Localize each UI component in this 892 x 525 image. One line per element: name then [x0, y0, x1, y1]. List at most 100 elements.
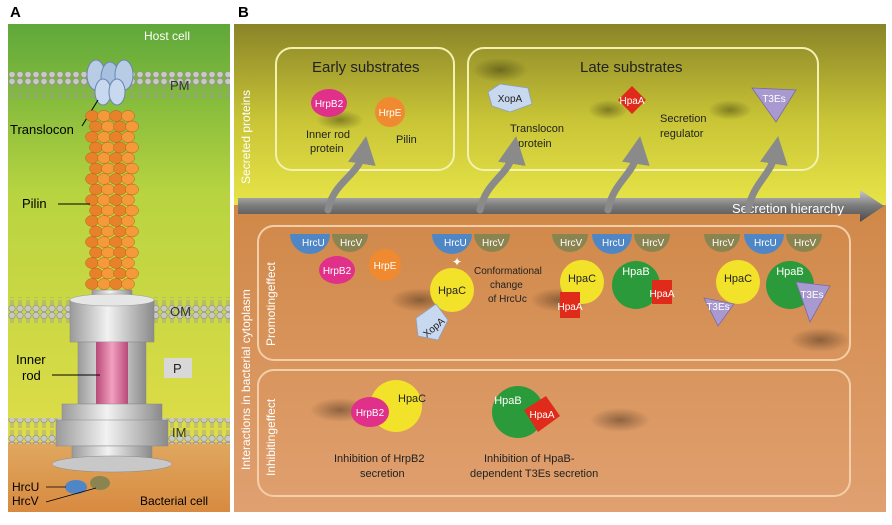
pilin-subunit — [109, 236, 123, 248]
translocon-protein-label-2: protein — [518, 138, 552, 150]
pilin-subunit — [109, 173, 123, 185]
pilin-subunit — [89, 204, 103, 217]
pilin-subunit — [85, 152, 99, 164]
pilin-subunit — [121, 278, 135, 290]
p3-hpab-label: HpaB — [622, 266, 650, 278]
pilin-subunit — [97, 131, 111, 143]
p2-hpac-label: HpaC — [438, 285, 466, 297]
pilin-label: Pilin — [22, 196, 47, 211]
secretion-regulator-label-2: regulator — [660, 128, 704, 140]
translocon-protein-label-1: Translocon — [510, 123, 564, 135]
late-xopa-blob: XopA — [487, 83, 533, 113]
pilin-subunit — [89, 267, 103, 280]
inhibiting-complex-1: HpaC HrpB2 Inhibition of HrpB2 secretion — [334, 380, 426, 480]
pilin-subunit — [113, 183, 127, 196]
p4-t3es-right-label: T3Es — [800, 290, 823, 301]
curved-arrows — [324, 136, 788, 214]
early-hrpb2-label: HrpB2 — [315, 99, 344, 110]
pilin-subunit — [125, 141, 139, 154]
inner-rod-label-1: Inner — [16, 352, 46, 367]
inhibition-hrpb2-label-1: Inhibition of HrpB2 — [334, 453, 425, 465]
pilin-subunit — [109, 278, 123, 290]
pilin-subunit — [121, 194, 135, 206]
p4-hrcv-left-label: HrcV — [712, 238, 735, 249]
bacterial-cell-label: Bacterial cell — [140, 494, 208, 508]
promoting-box — [257, 225, 851, 361]
pilin-subunit — [97, 236, 111, 248]
interactions-label: Interactions in bacterial cytoplasm — [239, 289, 253, 470]
inner-rod-label-2: rod — [22, 368, 41, 383]
pilin-subunit — [121, 236, 135, 248]
late-t3es-blob: T3Es — [751, 87, 797, 123]
panel-a-label: A — [10, 4, 21, 21]
translocon-label: Translocon — [10, 122, 74, 137]
om-label: OM — [170, 304, 191, 319]
p4-hrcv-right-label: HrcV — [794, 238, 817, 249]
p2-hrcu-label: HrcU — [444, 238, 467, 249]
basal-body — [51, 289, 173, 494]
late-t3es-label: T3Es — [762, 94, 785, 105]
pilin-subunit — [97, 278, 111, 290]
p3-hrcv-right-label: HrcV — [642, 238, 665, 249]
promoting-complex-2: HrcU HrcV ✦ HpaC XopA Conformational cha… — [415, 234, 542, 341]
pilin-subunit — [89, 162, 103, 175]
star-icon: ✦ — [452, 255, 462, 269]
pilin-subunit — [97, 194, 111, 206]
inhibition-hpab-label-1: Inhibition of HpaB- — [484, 453, 575, 465]
pilin-subunit — [101, 162, 115, 175]
pilin-subunit — [121, 173, 135, 185]
promoting-complex-3: HrcV HrcU HrcV HpaC HpaB HpaA HpaA — [552, 234, 675, 318]
early-substrates-box — [275, 47, 455, 171]
panel-b: Secreted proteins Interactions in bacter… — [234, 24, 886, 512]
pilin-subunit — [89, 141, 103, 154]
pilin-subunit — [113, 204, 127, 217]
inhibiting-box — [257, 369, 851, 497]
pilin-subunit — [97, 110, 111, 122]
pilin-subunit — [113, 162, 127, 175]
pilin-subunit — [125, 225, 139, 238]
i1-hpac-label: HpaC — [398, 393, 426, 405]
early-substrates-title: Early substrates — [312, 59, 420, 76]
pilin-subunit — [125, 204, 139, 217]
pilin-subunit — [113, 267, 127, 280]
conformational-label-1: Conformational — [474, 266, 542, 277]
pm-label: PM — [170, 78, 190, 93]
late-hpaa-blob: HpaA — [618, 86, 646, 114]
pilin-subunit — [101, 267, 115, 280]
secreted-proteins-label: Secreted proteins — [239, 90, 253, 184]
pilin-subunit — [101, 120, 115, 133]
pilin-subunit — [109, 110, 123, 122]
pilin-subunit — [125, 183, 139, 196]
pilin-subunit — [125, 246, 139, 259]
pilin-subunit — [121, 215, 135, 227]
pilin-subunit — [113, 120, 127, 133]
pilin-subunit — [109, 215, 123, 227]
i1-hrpb2-label: HrpB2 — [356, 408, 385, 419]
pilin-subunit — [89, 120, 103, 133]
i2-hpab-label: HpaB — [494, 395, 522, 407]
pilin-subunit — [97, 257, 111, 269]
pilin-subunit — [89, 183, 103, 196]
pilin-subunit — [101, 141, 115, 154]
pilin-subunit — [121, 152, 135, 164]
secretion-regulator-label-1: Secretion — [660, 113, 706, 125]
pilin-subunit — [89, 246, 103, 259]
translocon-shape — [86, 59, 134, 106]
hrcu-label-a: HrcU — [12, 480, 39, 494]
pilin-subunit — [125, 120, 139, 133]
early-hrpe-blob: HrpE — [375, 97, 405, 127]
pilin-subunit — [101, 183, 115, 196]
pilin-subunit — [85, 215, 99, 227]
promoting-complex-1: HrcU HrcV HrpB2 HrpE — [290, 234, 401, 284]
periplasm-badge — [164, 358, 192, 378]
promoting-complex-4: HrcV HrcU HrcV HpaC HpaB T3Es T3Es — [703, 234, 831, 327]
pilin-subunit — [85, 278, 99, 290]
pilin-subunit — [125, 267, 139, 280]
pilin-subunit — [97, 152, 111, 164]
pilin-subunit — [109, 257, 123, 269]
promoting-effect-label: Promotingeffect — [264, 262, 278, 346]
p3-hrcu-label: HrcU — [602, 238, 625, 249]
late-hpaa-label: HpaA — [619, 96, 644, 107]
